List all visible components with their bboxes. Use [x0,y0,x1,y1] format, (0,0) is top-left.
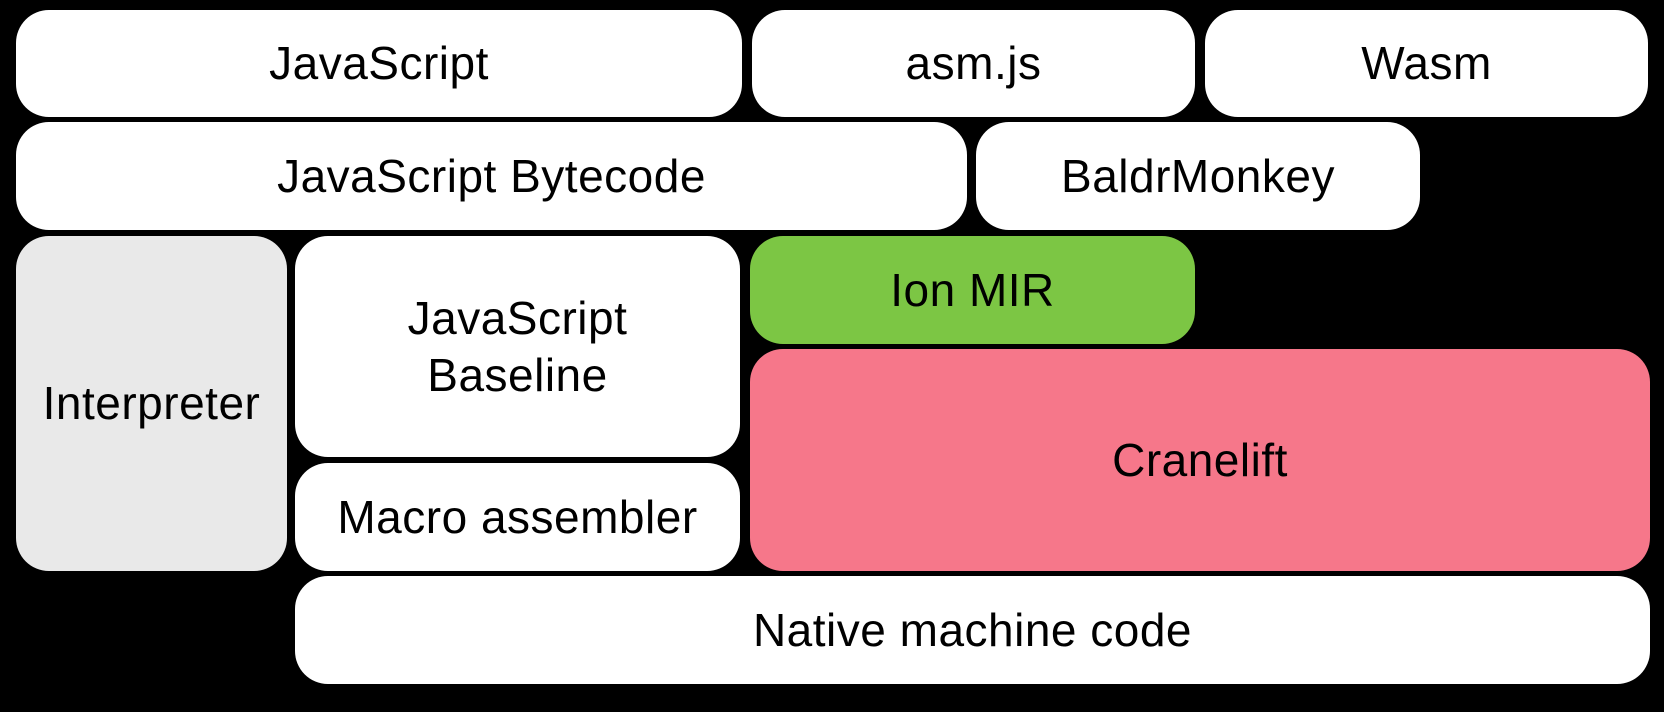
node-javascript-label: JavaScript [269,37,489,90]
node-interpreter: Interpreter [16,236,287,571]
node-javascript: JavaScript [16,10,742,117]
node-cranelift-label: Cranelift [1112,433,1288,486]
node-baldrmonkey-label: BaldrMonkey [1061,149,1335,202]
node-ion-mir-label: Ion MIR [890,263,1055,316]
node-macro-assembler-label: Macro assembler [337,490,698,543]
node-ion-mir: Ion MIR [750,236,1195,344]
node-javascript-baseline: JavaScript Baseline [295,236,740,457]
node-javascript-bytecode-label: JavaScript Bytecode [277,149,706,202]
node-interpreter-label: Interpreter [42,377,261,430]
node-asm-js-label: asm.js [905,37,1042,90]
node-native-machine-code-label: Native machine code [752,603,1193,656]
node-cranelift: Cranelift [750,349,1650,571]
node-wasm: Wasm [1205,10,1648,117]
node-asm-js: asm.js [752,10,1195,117]
node-macro-assembler: Macro assembler [295,463,740,571]
node-javascript-bytecode: JavaScript Bytecode [16,122,967,230]
node-javascript-baseline-label: JavaScript Baseline [407,292,628,401]
node-native-machine-code: Native machine code [295,576,1650,684]
node-wasm-label: Wasm [1361,37,1492,90]
node-baldrmonkey: BaldrMonkey [976,122,1420,230]
